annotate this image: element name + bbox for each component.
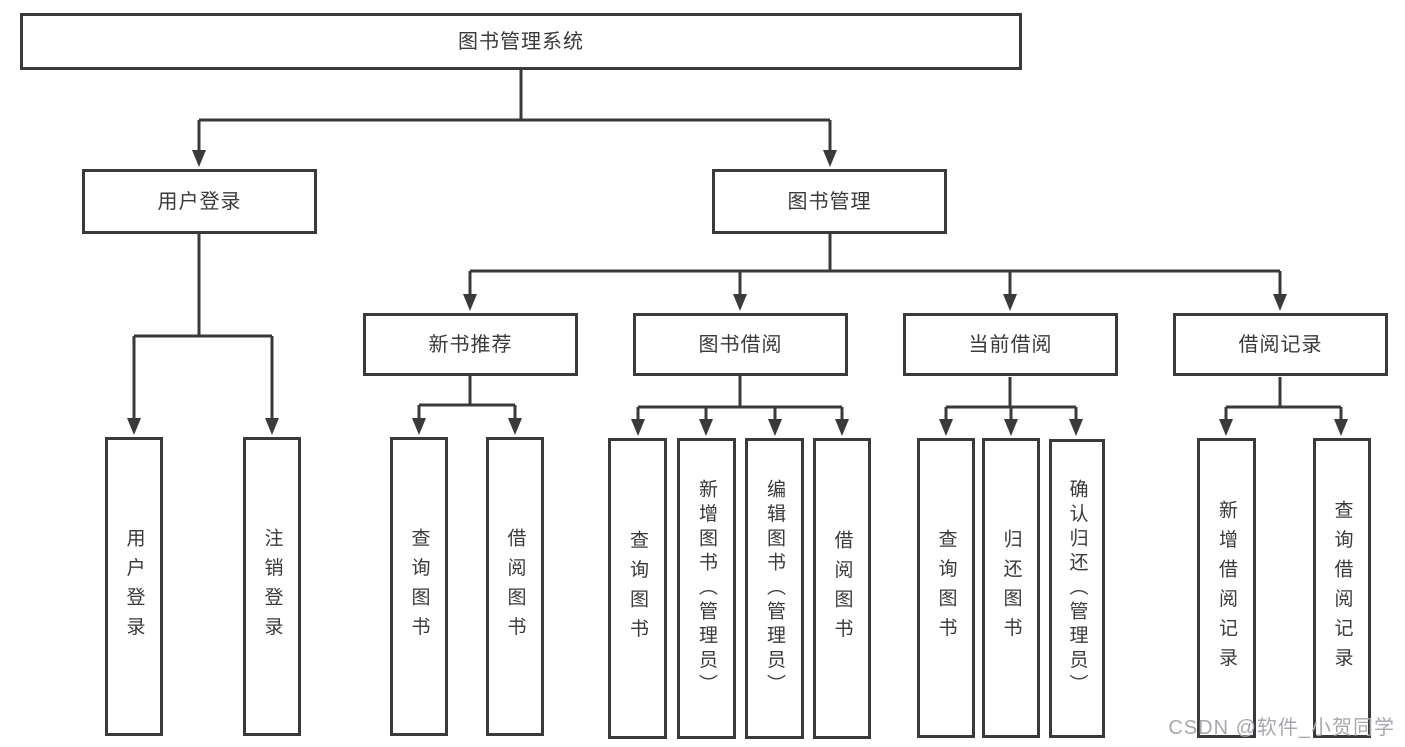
leaf-confirm-return-admin: 确认归还（管理员） bbox=[1049, 439, 1105, 738]
leaf-return-books: 归还图书 bbox=[982, 438, 1040, 738]
node-root-system: 图书管理系统 bbox=[20, 13, 1022, 70]
node-new-book-recommend: 新书推荐 bbox=[363, 313, 578, 376]
node-book-management: 图书管理 bbox=[712, 169, 947, 234]
leaf-borrowing-borrow-books-label: 借阅图书 bbox=[831, 529, 853, 648]
node-book-borrowing-label: 图书借阅 bbox=[698, 333, 783, 356]
leaf-user-login-label: 用户登录 bbox=[123, 527, 145, 646]
node-borrowing-records: 借阅记录 bbox=[1173, 313, 1388, 376]
csdn-watermark: CSDN @软件_小贺同学 bbox=[1168, 717, 1395, 739]
leaf-logout: 注销登录 bbox=[243, 437, 301, 736]
node-current-borrowing-label: 当前借阅 bbox=[968, 333, 1053, 356]
leaf-recommend-borrow-books: 借阅图书 bbox=[486, 437, 544, 736]
leaf-return-books-label: 归还图书 bbox=[1000, 529, 1022, 647]
leaf-add-borrow-record-label: 新增借阅记录 bbox=[1216, 499, 1237, 677]
leaf-confirm-return-admin-label: 确认归还（管理员） bbox=[1066, 479, 1088, 698]
leaf-user-login: 用户登录 bbox=[105, 437, 163, 736]
leaf-current-query-books: 查询图书 bbox=[917, 438, 975, 738]
leaf-add-borrow-record: 新增借阅记录 bbox=[1197, 438, 1256, 738]
leaf-add-book-admin: 新增图书（管理员） bbox=[677, 438, 736, 739]
node-book-management-label: 图书管理 bbox=[787, 190, 872, 213]
leaf-borrowing-borrow-books: 借阅图书 bbox=[813, 438, 871, 739]
node-book-borrowing: 图书借阅 bbox=[633, 313, 848, 376]
node-current-borrowing: 当前借阅 bbox=[903, 313, 1118, 376]
leaf-recommend-borrow-books-label: 借阅图书 bbox=[504, 527, 526, 646]
node-user-login-label: 用户登录 bbox=[157, 190, 242, 213]
leaf-recommend-query-books-label: 查询图书 bbox=[408, 527, 430, 646]
leaf-borrowing-query-books: 查询图书 bbox=[608, 438, 667, 739]
node-root-system-label: 图书管理系统 bbox=[458, 30, 584, 53]
node-new-book-recommend-label: 新书推荐 bbox=[428, 333, 513, 356]
leaf-logout-label: 注销登录 bbox=[261, 527, 283, 646]
leaf-borrowing-query-books-label: 查询图书 bbox=[627, 529, 648, 648]
leaf-edit-book-admin: 编辑图书（管理员） bbox=[745, 438, 804, 739]
leaf-current-query-books-label: 查询图书 bbox=[935, 529, 957, 647]
node-borrowing-records-label: 借阅记录 bbox=[1238, 333, 1323, 356]
leaf-query-borrow-record-label: 查询借阅记录 bbox=[1331, 499, 1353, 677]
leaf-recommend-query-books: 查询图书 bbox=[390, 437, 448, 736]
leaf-query-borrow-record: 查询借阅记录 bbox=[1313, 438, 1371, 738]
leaf-add-book-admin-label: 新增图书（管理员） bbox=[696, 479, 717, 698]
leaf-edit-book-admin-label: 编辑图书（管理员） bbox=[764, 479, 785, 698]
node-user-login: 用户登录 bbox=[82, 169, 317, 234]
